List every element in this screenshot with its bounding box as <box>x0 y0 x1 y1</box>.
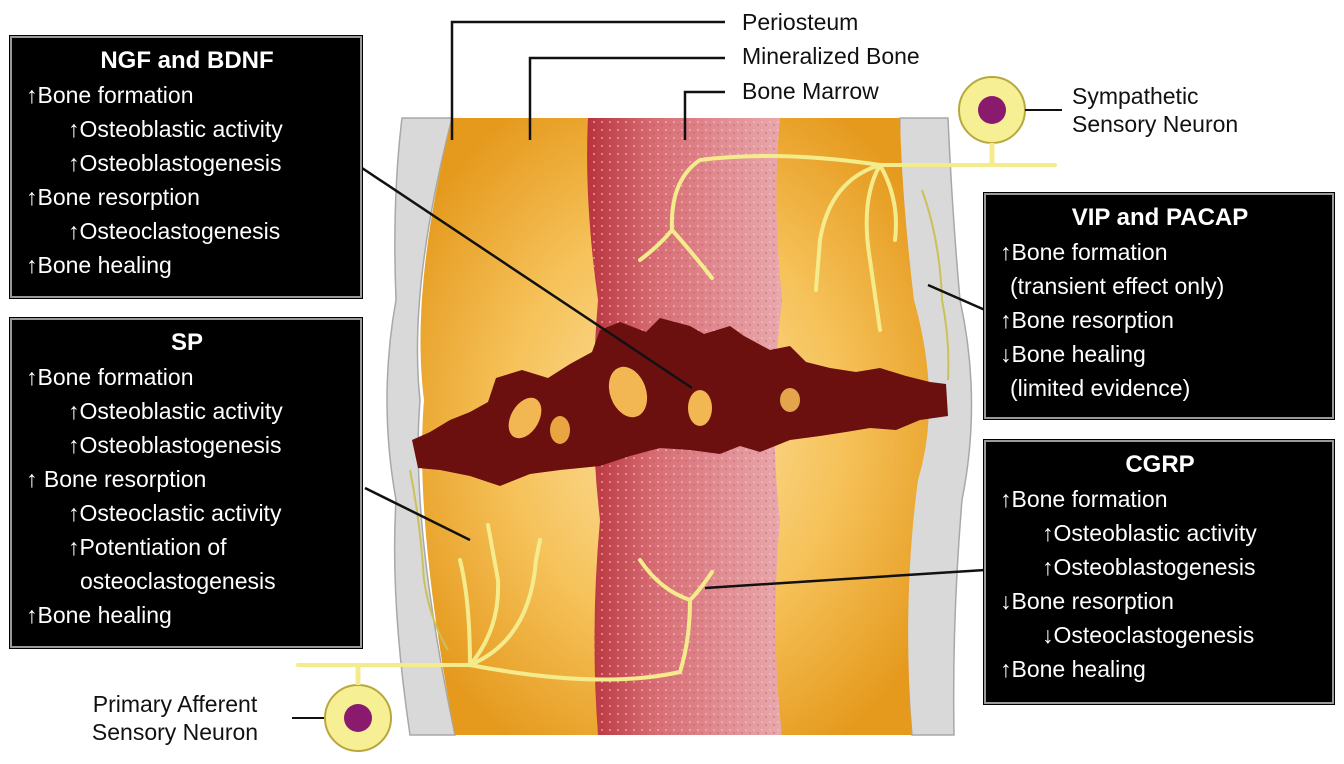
box-sp: SP ↑Bone formation ↑Osteoblastic activit… <box>10 318 362 648</box>
box-vip-line: (transient effect only) <box>1000 269 1320 303</box>
box-sp-title: SP <box>26 326 348 360</box>
box-ngf-line: ↑Osteoblastic activity <box>26 112 348 146</box>
box-ngf-line: ↑Bone healing <box>26 248 348 282</box>
box-cgrp-line: ↑Bone formation <box>1000 482 1320 516</box>
box-sp-line: ↑Osteoclastic activity <box>26 496 348 530</box>
sympathetic-neuron-nucleus <box>978 96 1006 124</box>
box-vip-line: ↓Bone healing <box>1000 337 1320 371</box>
label-mineralized-bone: Mineralized Bone <box>742 42 920 70</box>
box-vip-line: ↑Bone formation <box>1000 235 1320 269</box>
box-cgrp-line: ↓Bone resorption <box>1000 584 1320 618</box>
box-cgrp: CGRP ↑Bone formation ↑Osteoblastic activ… <box>984 440 1334 704</box>
box-sp-line: ↑Osteoblastic activity <box>26 394 348 428</box>
label-primary-afferent-neuron: Primary Afferent Sensory Neuron <box>64 690 286 746</box>
label-sympathetic-neuron: Sympathetic Sensory Neuron <box>1072 82 1238 138</box>
box-ngf-line: ↑Osteoclastogenesis <box>26 214 348 248</box>
label-bone-marrow: Bone Marrow <box>742 77 879 105</box>
box-sp-line: ↑Osteoblastogenesis <box>26 428 348 462</box>
label-primary-line2: Sensory Neuron <box>64 718 286 746</box>
label-sympathetic-line1: Sympathetic <box>1072 82 1238 110</box>
box-ngf-line: ↑Osteoblastogenesis <box>26 146 348 180</box>
box-vip-pacap: VIP and PACAP ↑Bone formation (transient… <box>984 193 1334 419</box>
box-vip-line: ↑Bone resorption <box>1000 303 1320 337</box>
label-primary-line1: Primary Afferent <box>64 690 286 718</box>
box-vip-title: VIP and PACAP <box>1000 201 1320 235</box>
label-sympathetic-line2: Sensory Neuron <box>1072 110 1238 138</box>
box-sp-line: ↑ Bone resorption <box>26 462 348 496</box>
box-cgrp-line: ↓Osteoclastogenesis <box>1000 618 1320 652</box>
primary-afferent-neuron-nucleus <box>344 704 372 732</box>
box-sp-line: ↑Bone healing <box>26 598 348 632</box>
label-periosteum: Periosteum <box>742 8 858 36</box>
box-ngf-line: ↑Bone resorption <box>26 180 348 214</box>
box-vip-line: (limited evidence) <box>1000 371 1320 405</box>
box-sp-line: ↑Bone formation <box>26 360 348 394</box>
box-sp-line: ↑Potentiation of <box>26 530 348 564</box>
box-cgrp-title: CGRP <box>1000 448 1320 482</box>
box-cgrp-line: ↑Osteoblastogenesis <box>1000 550 1320 584</box>
box-ngf-bdnf: NGF and BDNF ↑Bone formation ↑Osteoblast… <box>10 36 362 298</box>
box-ngf-bdnf-title: NGF and BDNF <box>26 44 348 78</box>
box-cgrp-line: ↑Bone healing <box>1000 652 1320 686</box>
box-sp-line: osteoclastogenesis <box>26 564 348 598</box>
box-ngf-line: ↑Bone formation <box>26 78 348 112</box>
box-cgrp-line: ↑Osteoblastic activity <box>1000 516 1320 550</box>
